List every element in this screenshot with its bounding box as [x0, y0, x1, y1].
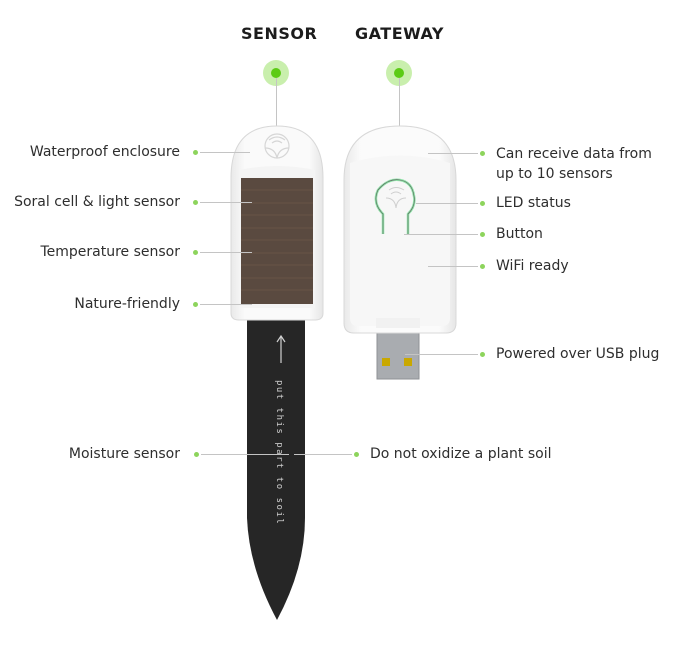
- leader-temperature-sensor: [200, 252, 252, 253]
- bullet-icon: [193, 250, 198, 255]
- label-do-not-oxidize: Do not oxidize a plant soil: [370, 446, 552, 462]
- label-solar-cell-light-sensor: Soral cell & light sensor: [14, 194, 180, 210]
- gateway-title: GATEWAY: [355, 24, 444, 43]
- sensor-title: SENSOR: [241, 24, 318, 43]
- leader-nature-friendly: [200, 304, 252, 305]
- label-nature-friendly: Nature-friendly: [74, 296, 180, 312]
- leader-led-status: [416, 203, 478, 204]
- bullet-icon: [480, 201, 485, 206]
- leader-solar-cell: [200, 202, 252, 203]
- leader-waterproof-enclosure: [200, 152, 250, 153]
- bullet-icon: [354, 452, 359, 457]
- bullet-icon: [193, 302, 198, 307]
- leader-oxidize: [294, 454, 352, 455]
- gateway-device-illustration: [343, 125, 457, 380]
- leader-button: [404, 234, 478, 235]
- bullet-icon: [480, 232, 485, 237]
- label-moisture-sensor: Moisture sensor: [68, 446, 180, 462]
- bullet-icon: [480, 352, 485, 357]
- label-led-status: LED status: [496, 195, 571, 211]
- bullet-icon: [193, 150, 198, 155]
- label-wifi-ready: WiFi ready: [496, 258, 569, 274]
- bullet-icon: [480, 151, 485, 156]
- leader-usb-plug: [405, 354, 478, 355]
- leader-wifi-ready: [428, 266, 478, 267]
- label-button: Button: [496, 226, 543, 242]
- sensor-device-illustration: put this part to soil: [230, 125, 324, 620]
- bullet-icon: [480, 264, 485, 269]
- sensor-top-leader: [276, 78, 277, 126]
- label-receive-data: Can receive data from up to 10 sensors: [496, 146, 652, 182]
- bullet-icon: [193, 200, 198, 205]
- label-waterproof-enclosure: Waterproof enclosure: [29, 144, 180, 160]
- probe-printed-text: put this part to soil: [274, 380, 284, 525]
- leader-receive-data: [428, 153, 478, 154]
- bullet-icon: [194, 452, 199, 457]
- gateway-top-leader: [399, 78, 400, 126]
- label-temperature-sensor: Temperature sensor: [40, 244, 180, 260]
- leader-moisture-sensor: [201, 454, 289, 455]
- label-powered-usb: Powered over USB plug: [496, 346, 660, 362]
